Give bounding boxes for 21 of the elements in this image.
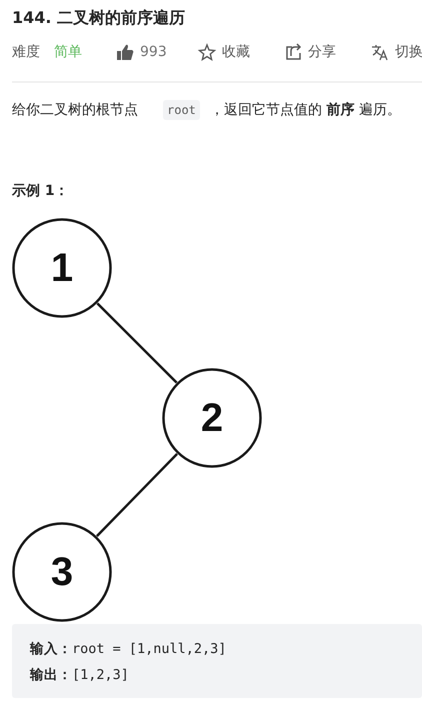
tree-node-circle bbox=[12, 522, 112, 622]
node-value: 1 bbox=[50, 246, 74, 290]
tree-node-circle bbox=[162, 368, 262, 468]
node-value: 3 bbox=[50, 550, 74, 594]
share-label: 分享 bbox=[308, 43, 336, 61]
example-heading: 示例 1： bbox=[12, 182, 69, 200]
description-text: ，返回它节点值的 前序 遍历。 bbox=[210, 101, 401, 119]
output-line: 输出：[1,2,3] bbox=[30, 666, 129, 684]
input-line: 输入：root = [1,null,2,3] bbox=[30, 640, 226, 658]
description-text: 给你二叉树的根节点 bbox=[12, 101, 138, 119]
favorite-label: 收藏 bbox=[222, 43, 250, 61]
difficulty-value: 简单 bbox=[54, 43, 82, 61]
problem-title: 144. 二叉树的前序遍历 bbox=[12, 8, 186, 29]
difficulty-label: 难度 bbox=[12, 43, 40, 61]
switch-language-label: 切换 bbox=[395, 43, 422, 61]
tree-edge bbox=[96, 452, 178, 538]
code-term: root bbox=[163, 100, 200, 120]
like-count: 993 bbox=[140, 43, 167, 61]
tree-edge bbox=[96, 302, 178, 384]
node-value: 2 bbox=[200, 396, 224, 440]
tree-node-circle bbox=[12, 218, 112, 318]
